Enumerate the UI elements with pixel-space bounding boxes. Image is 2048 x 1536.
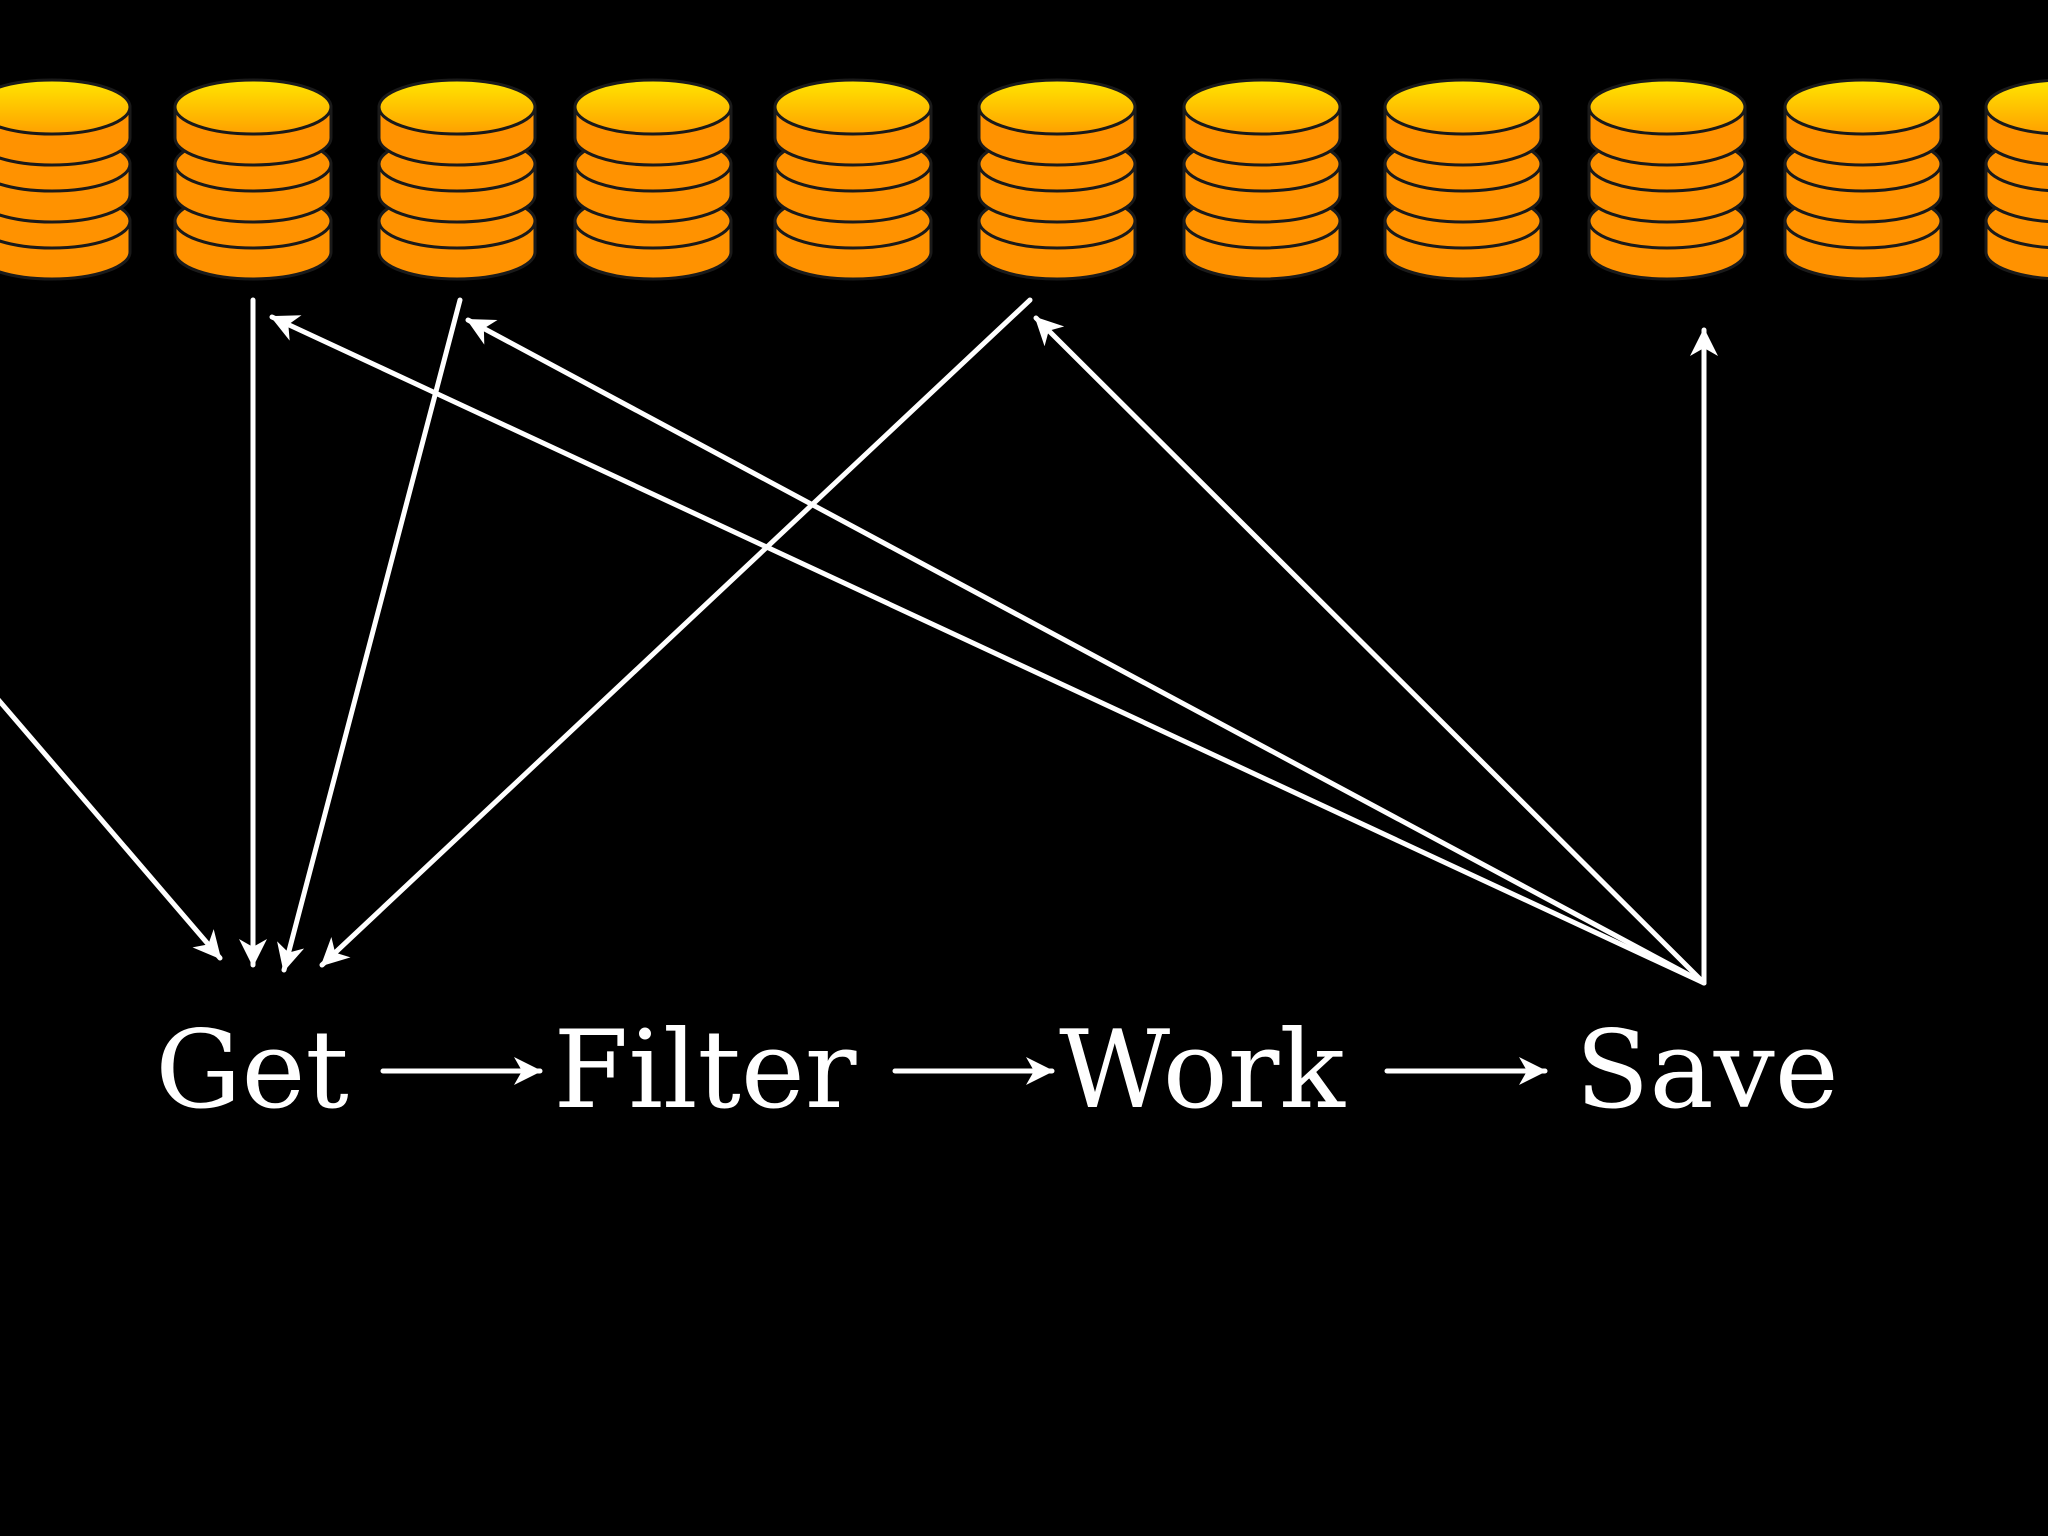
database-icon <box>977 78 1137 281</box>
database-disk-top <box>977 78 1137 136</box>
database-icon <box>773 78 933 281</box>
database-disk-top <box>1587 78 1747 136</box>
database-icon <box>377 78 537 281</box>
database-disk-top <box>1783 78 1943 136</box>
step-save: Save <box>1575 1008 1838 1133</box>
database-disk-top <box>1383 78 1543 136</box>
database-disk-top <box>377 78 537 136</box>
database-icon <box>1587 78 1747 281</box>
read-arrow-db-2-to-get <box>277 297 463 973</box>
database-disk-top <box>573 78 733 136</box>
database-disk-top <box>173 78 333 136</box>
connection-lines <box>0 297 1718 1085</box>
database-icon <box>1783 78 1943 281</box>
database-icon <box>0 78 132 281</box>
database-disk-top <box>0 78 132 136</box>
database-icon <box>573 78 733 281</box>
write-arrow-save-to-db-5 <box>1033 315 1707 986</box>
database-disk-top <box>1182 78 1342 136</box>
database-icon <box>173 78 333 281</box>
database-icon <box>1383 78 1543 281</box>
database-disk-top <box>773 78 933 136</box>
database-icon <box>1182 78 1342 281</box>
database-disk-top <box>1984 79 2048 135</box>
pipeline-steps: Get Filter Work Save <box>155 1008 1838 1133</box>
read-arrow-db-0-to-get <box>0 697 223 961</box>
write-arrow-save-to-db-2 <box>465 317 1707 986</box>
database-row <box>0 78 2048 281</box>
write-arrow-save-to-db-1 <box>269 314 1707 986</box>
database-icon <box>1984 79 2048 280</box>
step-work: Work <box>1059 1008 1346 1133</box>
step-get: Get <box>155 1008 349 1133</box>
step-filter: Filter <box>554 1008 857 1133</box>
read-arrow-db-5-to-get <box>319 297 1033 968</box>
